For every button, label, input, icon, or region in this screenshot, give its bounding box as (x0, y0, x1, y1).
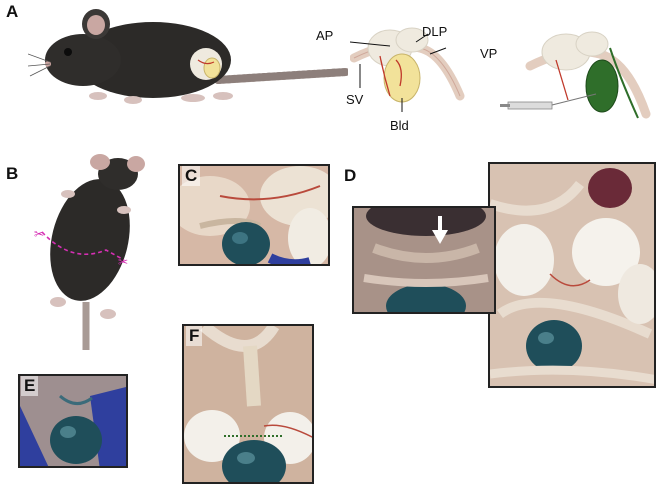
panel-label-b: B (6, 164, 19, 183)
mouse-illustration (28, 9, 348, 104)
photo-d-inset (352, 206, 496, 314)
label-ap: AP (316, 28, 334, 43)
photo-d-main (488, 162, 656, 388)
label-dlp: DLP (422, 24, 448, 39)
svg-text:✂: ✂ (118, 255, 128, 269)
mouse-supine-illustration: ✂ ✂ (34, 154, 145, 350)
photo-f (182, 324, 314, 484)
panel-label-d: D (344, 166, 357, 185)
svg-text:✂: ✂ (34, 227, 44, 241)
panel-label-e: E (21, 376, 39, 396)
photo-d-inset-image (354, 208, 494, 312)
panel-label-f: F (186, 326, 203, 346)
panel-label-c: C (182, 166, 201, 186)
label-vp: VP (480, 46, 498, 61)
anatomy-diagram (350, 27, 465, 112)
panel-label-a: A (6, 2, 19, 21)
photo-c-image (180, 166, 328, 264)
label-bld: Bld (390, 118, 409, 133)
photo-d-main-image (490, 164, 654, 386)
label-sv: SV (346, 92, 364, 107)
photo-c (178, 164, 330, 266)
photo-f-image (184, 326, 312, 482)
injection-diagram (500, 31, 651, 119)
